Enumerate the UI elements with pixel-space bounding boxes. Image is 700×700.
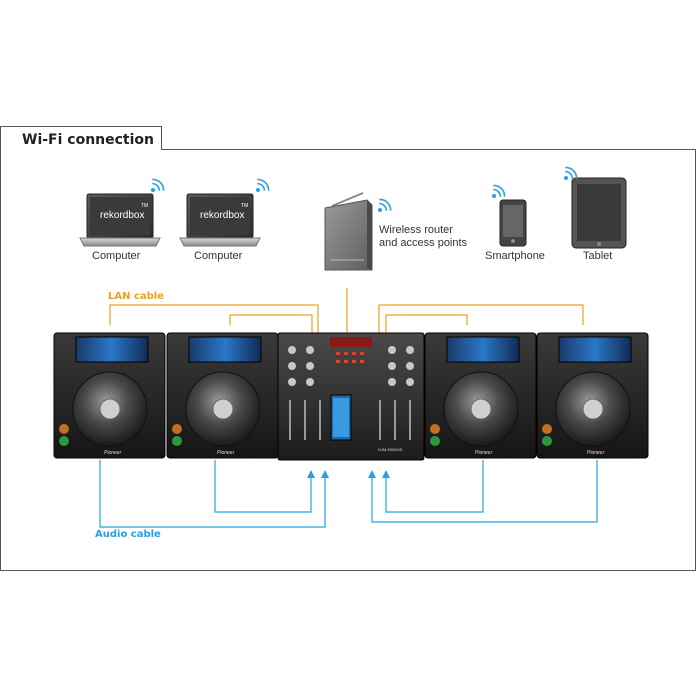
router-label-line1: Wireless router xyxy=(379,224,453,236)
wifi-icon xyxy=(377,196,394,213)
audio-arrowheads xyxy=(307,470,390,478)
audio-cable-label: Audio cable xyxy=(95,529,161,540)
title-tab: Wi-Fi connection xyxy=(0,126,162,150)
computer-1: rekordbox TM xyxy=(79,193,161,247)
wifi-icon xyxy=(150,176,167,193)
brand-label: Pioneer xyxy=(587,450,605,456)
wifi-icon xyxy=(255,176,272,193)
cdj-player-4: Pioneer xyxy=(536,332,649,459)
brand-label: Pioneer xyxy=(475,450,493,456)
brand-label: Pioneer xyxy=(104,450,122,456)
cdj-player-2: Pioneer xyxy=(166,332,279,459)
smartphone-label: Smartphone xyxy=(485,250,545,262)
rekordbox-logo-text: rekordbox xyxy=(100,210,144,221)
lan-cables xyxy=(109,288,584,340)
smartphone xyxy=(499,199,527,247)
trademark-text: TM xyxy=(241,203,248,209)
computer-2-label: Computer xyxy=(194,250,243,262)
brand-label: Pioneer xyxy=(217,450,235,456)
mixer-model-label: DJM-900NXS xyxy=(378,447,403,452)
cdj-player-1: Pioneer xyxy=(53,332,166,459)
audio-cables xyxy=(99,460,598,528)
wifi-icon xyxy=(563,164,580,181)
router-label-line2: and access points xyxy=(379,237,468,249)
rekordbox-logo-text: rekordbox xyxy=(200,210,244,221)
computer-1-label: Computer xyxy=(92,250,141,262)
wifi-icon xyxy=(491,182,508,199)
dj-mixer: DJM-900NXS xyxy=(277,332,425,461)
tablet xyxy=(571,177,627,249)
computer-2: rekordbox TM xyxy=(179,193,261,247)
cdj-player-3: Pioneer xyxy=(424,332,537,459)
page-title: Wi-Fi connection xyxy=(22,132,155,148)
tablet-label: Tablet xyxy=(583,250,613,262)
lan-cable-label: LAN cable xyxy=(108,291,165,302)
wireless-router xyxy=(324,192,373,271)
trademark-text: TM xyxy=(141,203,148,209)
